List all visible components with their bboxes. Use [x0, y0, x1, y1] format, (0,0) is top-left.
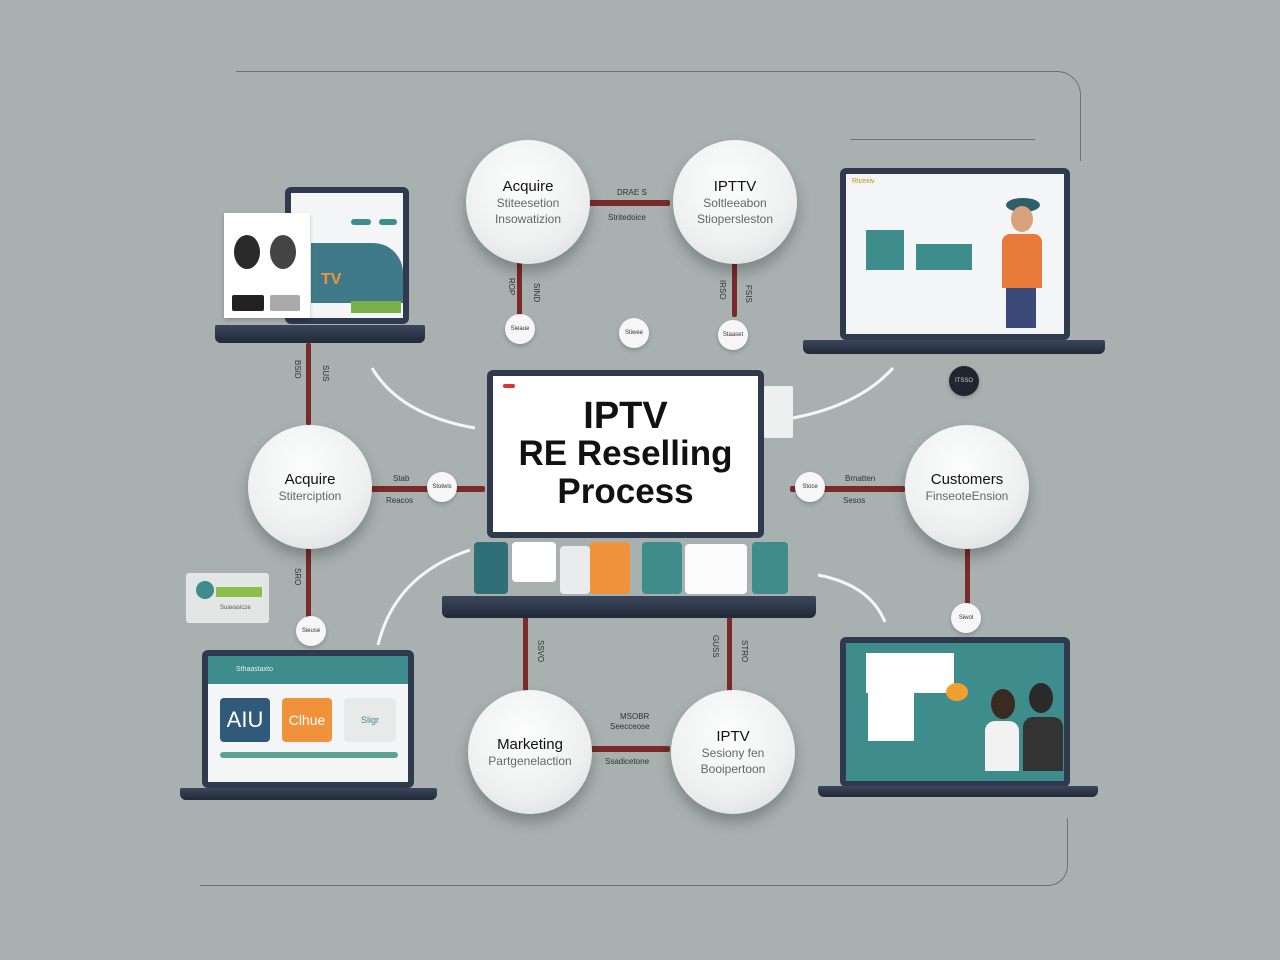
laptop-base — [180, 788, 437, 800]
node-title: Customers — [930, 470, 1004, 488]
connector-label: SIND — [532, 283, 541, 303]
connector-label: Sesos — [843, 496, 866, 505]
tile-sligr: Sligr — [344, 698, 396, 742]
step-node-customers: Customers FinseoteEnsion — [905, 425, 1029, 549]
connector-label: SSVO — [536, 640, 545, 663]
wire — [306, 343, 311, 425]
connector-label: Reacos — [386, 496, 414, 505]
node-subtitle: Stiteesetion — [496, 195, 560, 210]
screen-header: Sthaastaxto — [236, 666, 273, 673]
node-subtitle: Stiterciption — [278, 488, 342, 503]
main-title-line3: Process — [557, 472, 694, 511]
node-subtitle: Sesiony fen — [701, 745, 765, 760]
wire — [588, 746, 670, 752]
connector-label: SRO — [293, 568, 302, 586]
side-card: Suavasicze — [186, 573, 269, 623]
node-subtitle: Booipertoon — [700, 761, 766, 776]
wire — [523, 617, 528, 692]
connector-label: Brnatten — [845, 474, 876, 483]
node-title: Acquire — [284, 470, 336, 488]
node-subtitle: Soltleeabon — [703, 195, 767, 210]
tv-logo: TV — [321, 271, 342, 288]
laptop-bottom-left: Sthaastaxto AIU Clhue Sligr — [202, 650, 414, 788]
connector-label: GUSS — [711, 635, 720, 658]
main-title-line2: RE Reselling — [518, 434, 733, 473]
step-node-acquire-top: Acquire Stiteesetion Insowatizion — [466, 140, 590, 264]
laptop-top-right: Ricexiv — [840, 168, 1070, 340]
step-node-ipttv: IPTTV Soltleeabon Stiopersleston — [673, 140, 797, 264]
node-title: IPTTV — [713, 177, 757, 195]
laptop-base — [818, 786, 1098, 797]
node-subtitle: Stiopersleston — [696, 211, 774, 226]
connector-label: IRSO — [718, 280, 727, 300]
step-node-iptv-bottom: IPTV Sesiony fen Booipertoon — [671, 690, 795, 814]
wire — [306, 545, 311, 645]
tile-aiu: AIU — [220, 698, 270, 742]
node-subtitle: FinseoteEnsion — [925, 488, 1009, 503]
wire — [517, 262, 522, 317]
connector-label: MSOBR — [620, 712, 650, 721]
node-title: IPTV — [716, 727, 750, 745]
screen-header: Ricexiv — [852, 178, 875, 185]
node-subtitle: Partgenelaction — [488, 753, 572, 768]
connector-node: Stoce — [795, 472, 825, 502]
step-node-marketing: Marketing Partgenelaction — [468, 690, 592, 814]
wire — [585, 200, 670, 206]
connector-label: STRO — [740, 640, 749, 663]
center-laptop-screen: IPTV RE Reselling Process — [487, 370, 764, 538]
frame-line-bottom — [200, 818, 1068, 886]
connector-label: ROP — [507, 278, 516, 296]
connector-node: Stiwee — [619, 318, 649, 348]
step-node-acquire-left: Acquire Stiterciption — [248, 425, 372, 549]
node-title: Marketing — [497, 735, 563, 753]
wire — [790, 486, 905, 492]
profile-card — [224, 213, 310, 318]
connector-label: Ssadicetone — [605, 757, 650, 766]
center-laptop-base — [442, 596, 816, 618]
node-title: Acquire — [502, 177, 554, 195]
connector-label: DRAE S — [617, 188, 647, 197]
frame-line-top — [236, 71, 1081, 161]
tile-clhue: Clhue — [282, 698, 332, 742]
center-side-card — [764, 386, 793, 438]
badge: ITSSO — [949, 366, 979, 396]
connector-node: Staaset — [718, 320, 748, 350]
main-title-line1: IPTV — [583, 395, 668, 437]
laptop-base — [803, 340, 1105, 354]
connector-label: Stab — [393, 474, 410, 483]
node-subtitle: Insowatizion — [494, 211, 562, 226]
side-card-text: Suavasicze — [220, 605, 251, 611]
people-illustration — [981, 681, 1064, 781]
connector-node: Stotwis — [427, 472, 457, 502]
frame-line-inner — [850, 139, 1035, 140]
connector-node: Sieuse — [296, 616, 326, 646]
center-card-strip — [470, 540, 815, 596]
laptop-bottom-right — [840, 637, 1070, 787]
connector-node: Siwol — [951, 603, 981, 633]
wire — [732, 262, 737, 317]
connector-label: SUS — [321, 365, 330, 382]
connector-node: Sieaue — [505, 314, 535, 344]
connector-label: BSID — [293, 360, 302, 379]
wire — [965, 545, 970, 610]
laptop-base — [215, 325, 425, 343]
wire — [727, 617, 732, 692]
connector-label: Stritedoice — [608, 213, 646, 222]
connector-label: FSIS — [744, 285, 753, 303]
person-illustration — [996, 198, 1046, 334]
connector-label: Seecceose — [610, 722, 650, 731]
